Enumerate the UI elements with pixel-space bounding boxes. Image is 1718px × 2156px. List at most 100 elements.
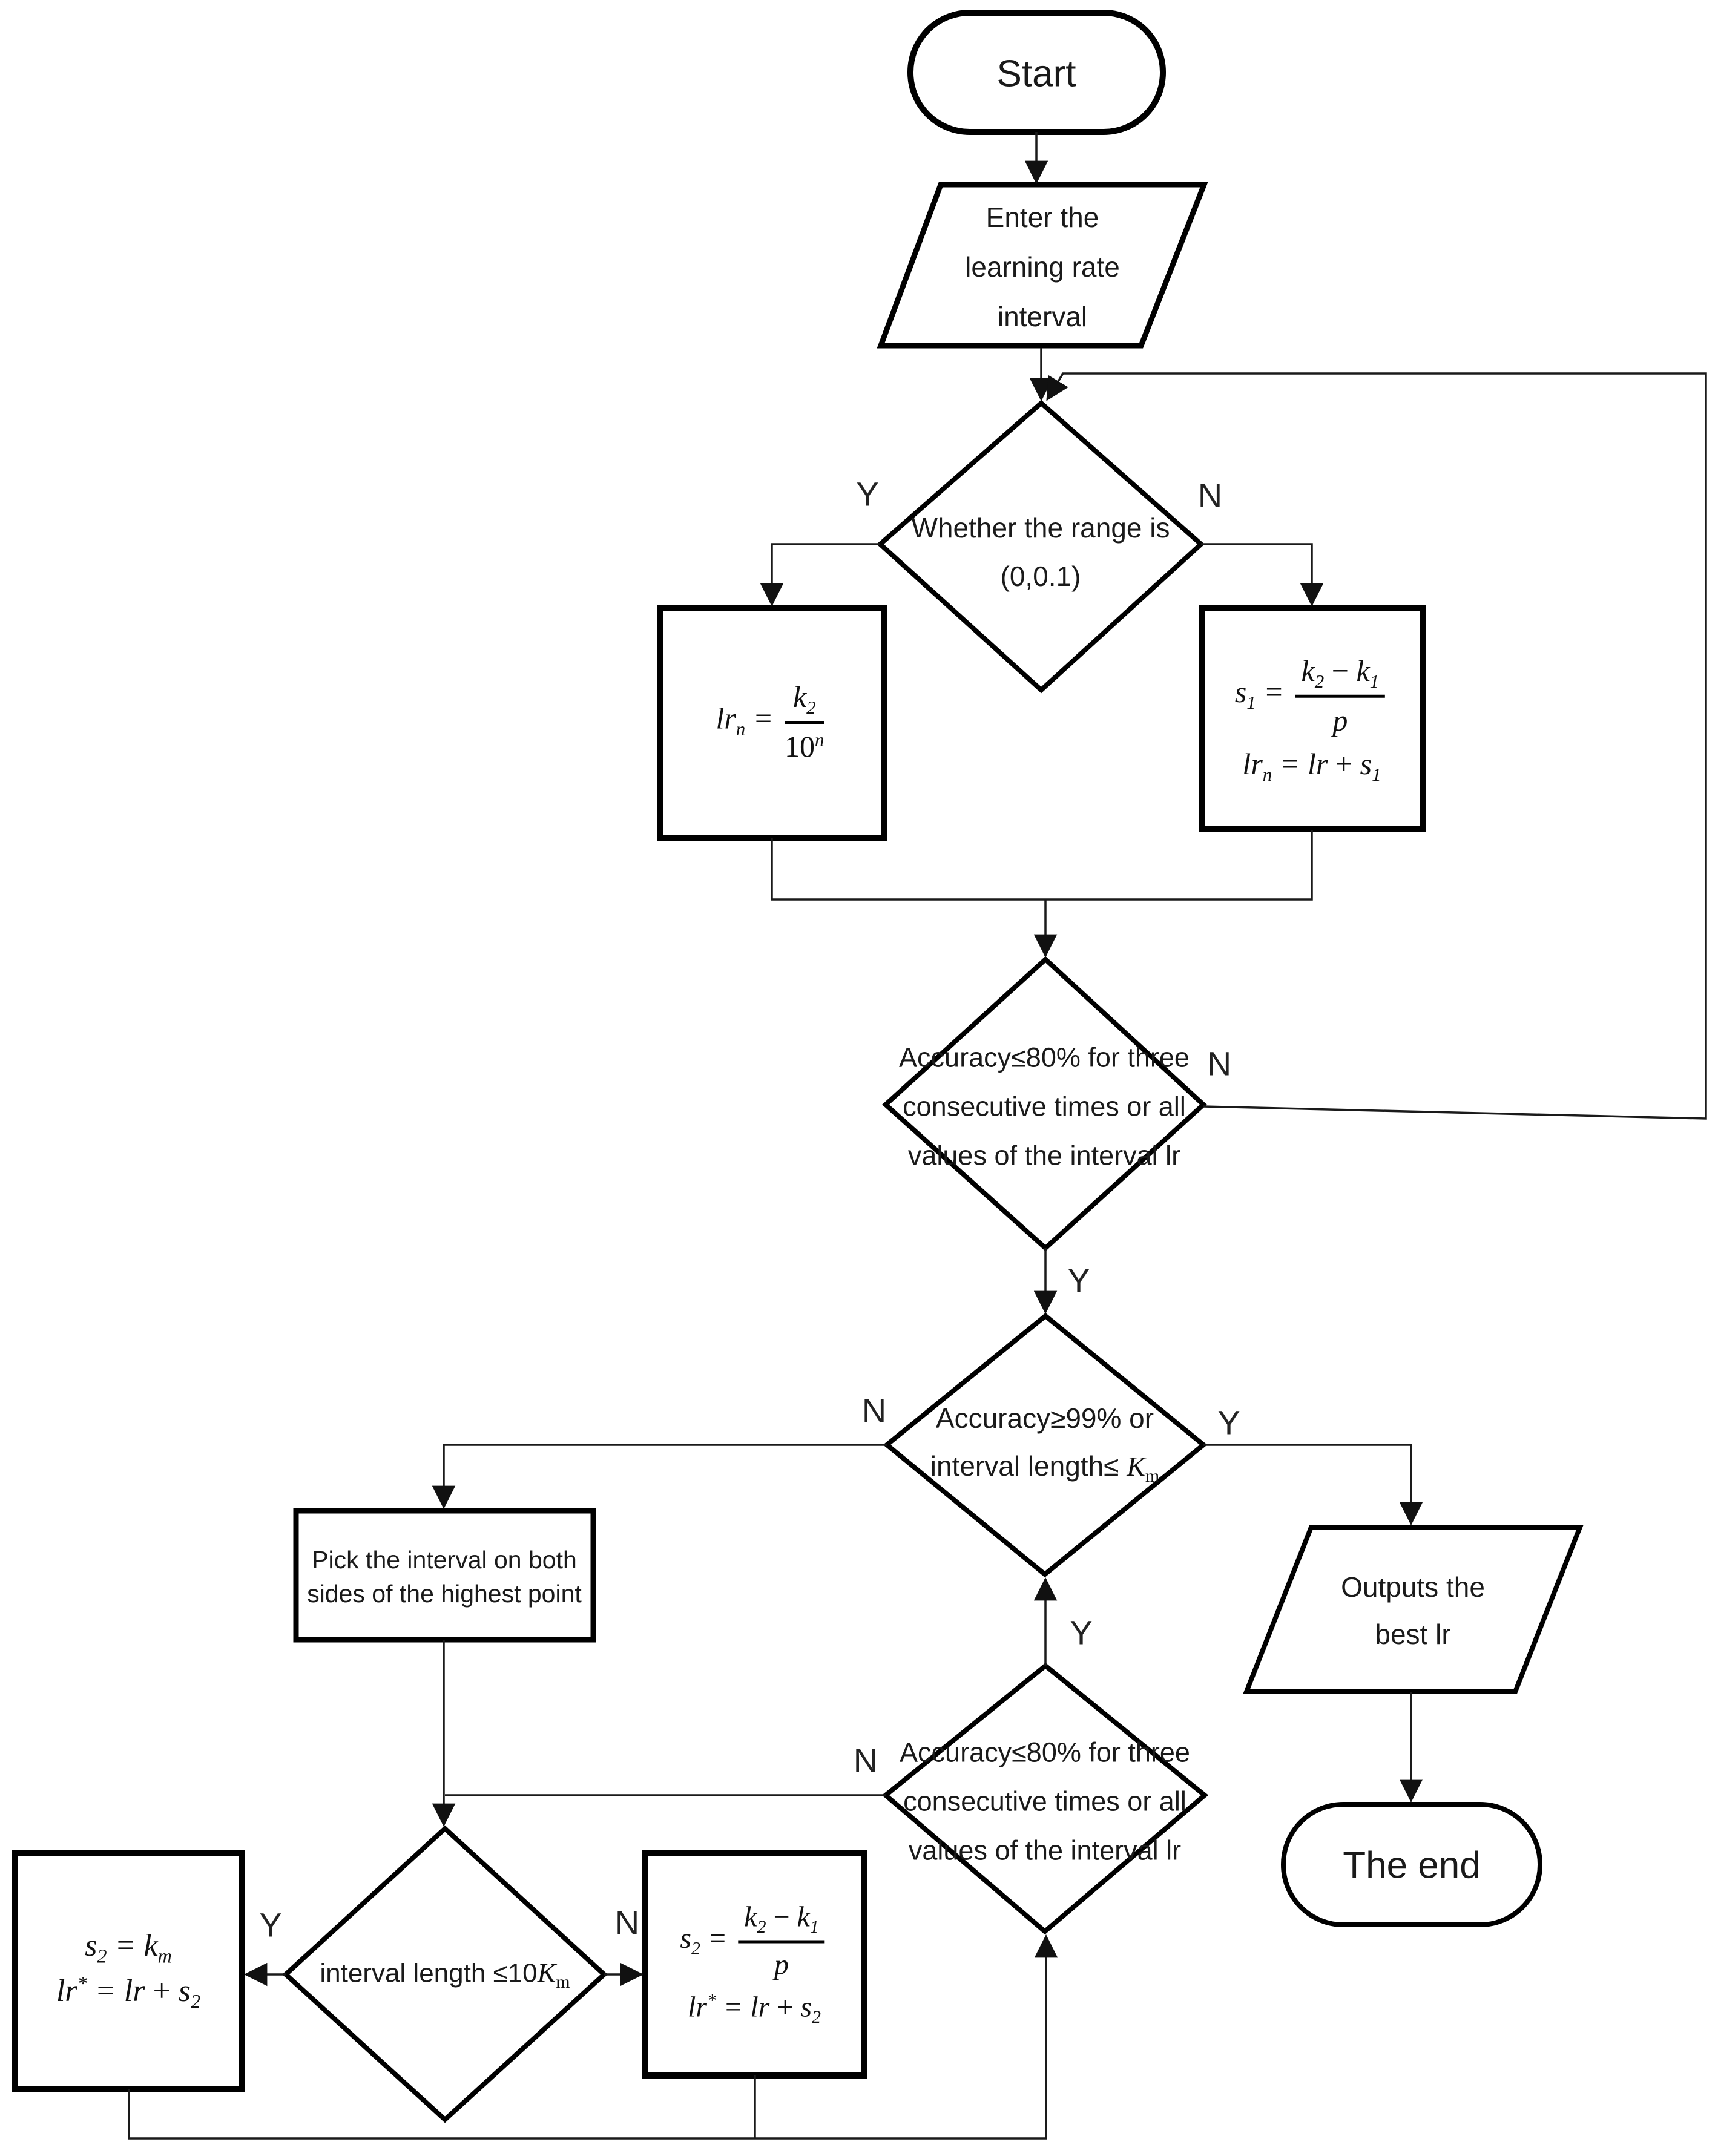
s2frac-l2-b: s bbox=[800, 1991, 812, 2023]
s1-line1: s1 = k2 − k1 p bbox=[1235, 652, 1389, 739]
s1-l2-lhs: lr bbox=[1242, 746, 1263, 781]
s2frac-den: p bbox=[774, 1948, 789, 1981]
s2frac-l2-plus: + bbox=[777, 1991, 794, 2023]
enter-lr-parallelogram-shape bbox=[877, 182, 1208, 349]
connector-acc99-yes-to-outputs bbox=[1203, 1444, 1423, 1526]
outputs-parallelogram-shape bbox=[1243, 1525, 1584, 1694]
s2frac-l2-eq: = bbox=[723, 1991, 743, 2023]
range-check-label: Whether the range is (0,0.1) bbox=[911, 504, 1170, 600]
interval10km-diamond-shape bbox=[282, 1825, 608, 2123]
s1-l2-a: lr bbox=[1308, 746, 1328, 781]
acc80-top-label: Accuracy≤80% for three consecutive times… bbox=[899, 1033, 1190, 1180]
s2km-l2-lhs: lr bbox=[56, 1974, 77, 2008]
enter-lr-label: Enter the learning rate interval bbox=[965, 192, 1120, 341]
enter-lr-line3: interval bbox=[997, 301, 1088, 332]
s1-num1-sub: 2 bbox=[1314, 670, 1325, 692]
acc99-km-var: K bbox=[1127, 1451, 1145, 1482]
acc80-bottom-line3: values of the interval lr bbox=[908, 1835, 1182, 1866]
s1-numerator: k2 − k1 bbox=[1295, 652, 1386, 698]
s2km-line2: lr* = lr + s2 bbox=[56, 1971, 200, 2011]
s1-num2: k bbox=[1356, 653, 1370, 688]
lrn-formula: lrn = k2 10n bbox=[716, 678, 828, 765]
interval10km-text: interval length ≤10 bbox=[320, 1958, 538, 1988]
s2km-eq: = bbox=[114, 1928, 136, 1963]
s2frac-formula-box-shape bbox=[642, 1850, 867, 2079]
s2frac-num2: k bbox=[797, 1901, 810, 1933]
s1-eq: = bbox=[1263, 675, 1285, 709]
interval10km-sub: m bbox=[556, 1972, 570, 1993]
range-check-diamond-shape bbox=[876, 399, 1205, 694]
interval10km-var: K bbox=[537, 1957, 556, 1988]
range-yes-label: Y bbox=[856, 475, 879, 513]
s2km-l2-b: s bbox=[178, 1974, 191, 2008]
s1-lhs: s bbox=[1234, 675, 1247, 709]
s2frac-num2-sub: 1 bbox=[809, 1917, 819, 1937]
s1-l2-b: s bbox=[1360, 746, 1372, 781]
connector-range-yes-to-lrn bbox=[760, 543, 880, 607]
s2frac-l2-sup: * bbox=[707, 1990, 716, 2011]
s2frac-line2: lr* = lr + s2 bbox=[680, 1990, 828, 2026]
s1-minus: − bbox=[1331, 653, 1349, 688]
acc80-top-no-label: N bbox=[1206, 1044, 1232, 1083]
s1-l2-eq: = bbox=[1279, 746, 1300, 781]
s2km-l2-plus: + bbox=[153, 1974, 171, 2008]
s1-l2-plus: + bbox=[1335, 746, 1353, 781]
s2km-lhs-sub: 2 bbox=[97, 1945, 107, 1967]
acc80-bottom-line1: Accuracy≤80% for three bbox=[900, 1737, 1190, 1768]
s1-fraction: k2 − k1 p bbox=[1295, 652, 1386, 739]
s2frac-l2-lhs: lr bbox=[688, 1991, 708, 2023]
acc99-diamond-shape bbox=[883, 1312, 1208, 1578]
s1-formula: s1 = k2 − k1 p lrn = lr + s1 bbox=[1235, 646, 1389, 789]
s2frac-fraction: k2 − k1 p bbox=[738, 1899, 825, 1983]
acc99-no-label: N bbox=[861, 1391, 887, 1430]
lrn-lhs: lr bbox=[716, 701, 736, 735]
s2km-lhs: s bbox=[85, 1928, 97, 1963]
outputs-line1: Outputs the bbox=[1341, 1571, 1485, 1603]
s2km-l2-b-sub: 2 bbox=[191, 1990, 201, 2013]
range-no-label: N bbox=[1197, 476, 1223, 514]
lrn-den: 10 bbox=[785, 729, 815, 763]
acc80-bottom-yes-label: Y bbox=[1070, 1613, 1093, 1652]
lrn-formula-box-shape bbox=[657, 605, 887, 841]
s1-formula-box-shape bbox=[1199, 605, 1426, 832]
acc80-bottom-label: Accuracy≤80% for three consecutive times… bbox=[900, 1728, 1190, 1875]
interval10km-label: interval length ≤10Km bbox=[320, 1955, 570, 1993]
outputs-label: Outputs the best lr bbox=[1341, 1563, 1485, 1658]
s2frac-minus: − bbox=[773, 1901, 790, 1933]
s2frac-num1-sub: 2 bbox=[757, 1917, 766, 1937]
acc80-bottom-no-label: N bbox=[853, 1741, 878, 1780]
lrn-num-sub: 2 bbox=[806, 697, 816, 718]
s2km-l2-eq: = bbox=[94, 1974, 116, 2008]
enter-lr-line1: Enter the bbox=[986, 202, 1099, 233]
interval10km-no-label: N bbox=[614, 1903, 640, 1942]
s2km-l2-sup: * bbox=[77, 1972, 87, 1994]
lrn-den-sup: n bbox=[815, 728, 824, 750]
lrn-numerator: k2 bbox=[785, 678, 824, 724]
s2km-rhs: k bbox=[143, 1928, 158, 1963]
acc99-line2: interval length≤ Km bbox=[930, 1442, 1159, 1490]
s2frac-formula: s2 = k2 − k1 p lr* = lr + s2 bbox=[680, 1893, 828, 2032]
acc80-top-yes-label: Y bbox=[1067, 1261, 1090, 1300]
connector-acc99-no-to-pick bbox=[432, 1444, 887, 1510]
acc80-top-line3: values of the interval lr bbox=[907, 1140, 1181, 1171]
end-label: The end bbox=[1343, 1844, 1481, 1887]
interval10km-yes-label: Y bbox=[259, 1905, 282, 1944]
acc99-line2-text: interval length≤ bbox=[930, 1450, 1127, 1482]
connector-acc80top-no-loopback bbox=[1046, 372, 1707, 1120]
s2frac-lhs: s bbox=[680, 1922, 691, 1955]
s1-den: p bbox=[1332, 703, 1348, 737]
s1-line2: lrn = lr + s1 bbox=[1235, 745, 1389, 785]
s2km-line1: s2 = km bbox=[56, 1926, 200, 1967]
s2km-formula: s2 = km lr* = lr + s2 bbox=[56, 1920, 200, 2017]
acc80-top-line1: Accuracy≤80% for three bbox=[899, 1042, 1190, 1073]
enter-lr-line2: learning rate bbox=[965, 251, 1120, 283]
s2frac-numerator: k2 − k1 bbox=[738, 1899, 825, 1944]
acc80-bottom-diamond-shape bbox=[881, 1662, 1209, 1935]
outputs-line2: best lr bbox=[1375, 1619, 1451, 1650]
s2frac-l2-a: lr bbox=[750, 1991, 770, 2023]
s2km-rhs-sub: m bbox=[157, 1945, 172, 1967]
lrn-num: k bbox=[792, 680, 807, 714]
s1-l2-b-sub: 1 bbox=[1372, 763, 1381, 785]
